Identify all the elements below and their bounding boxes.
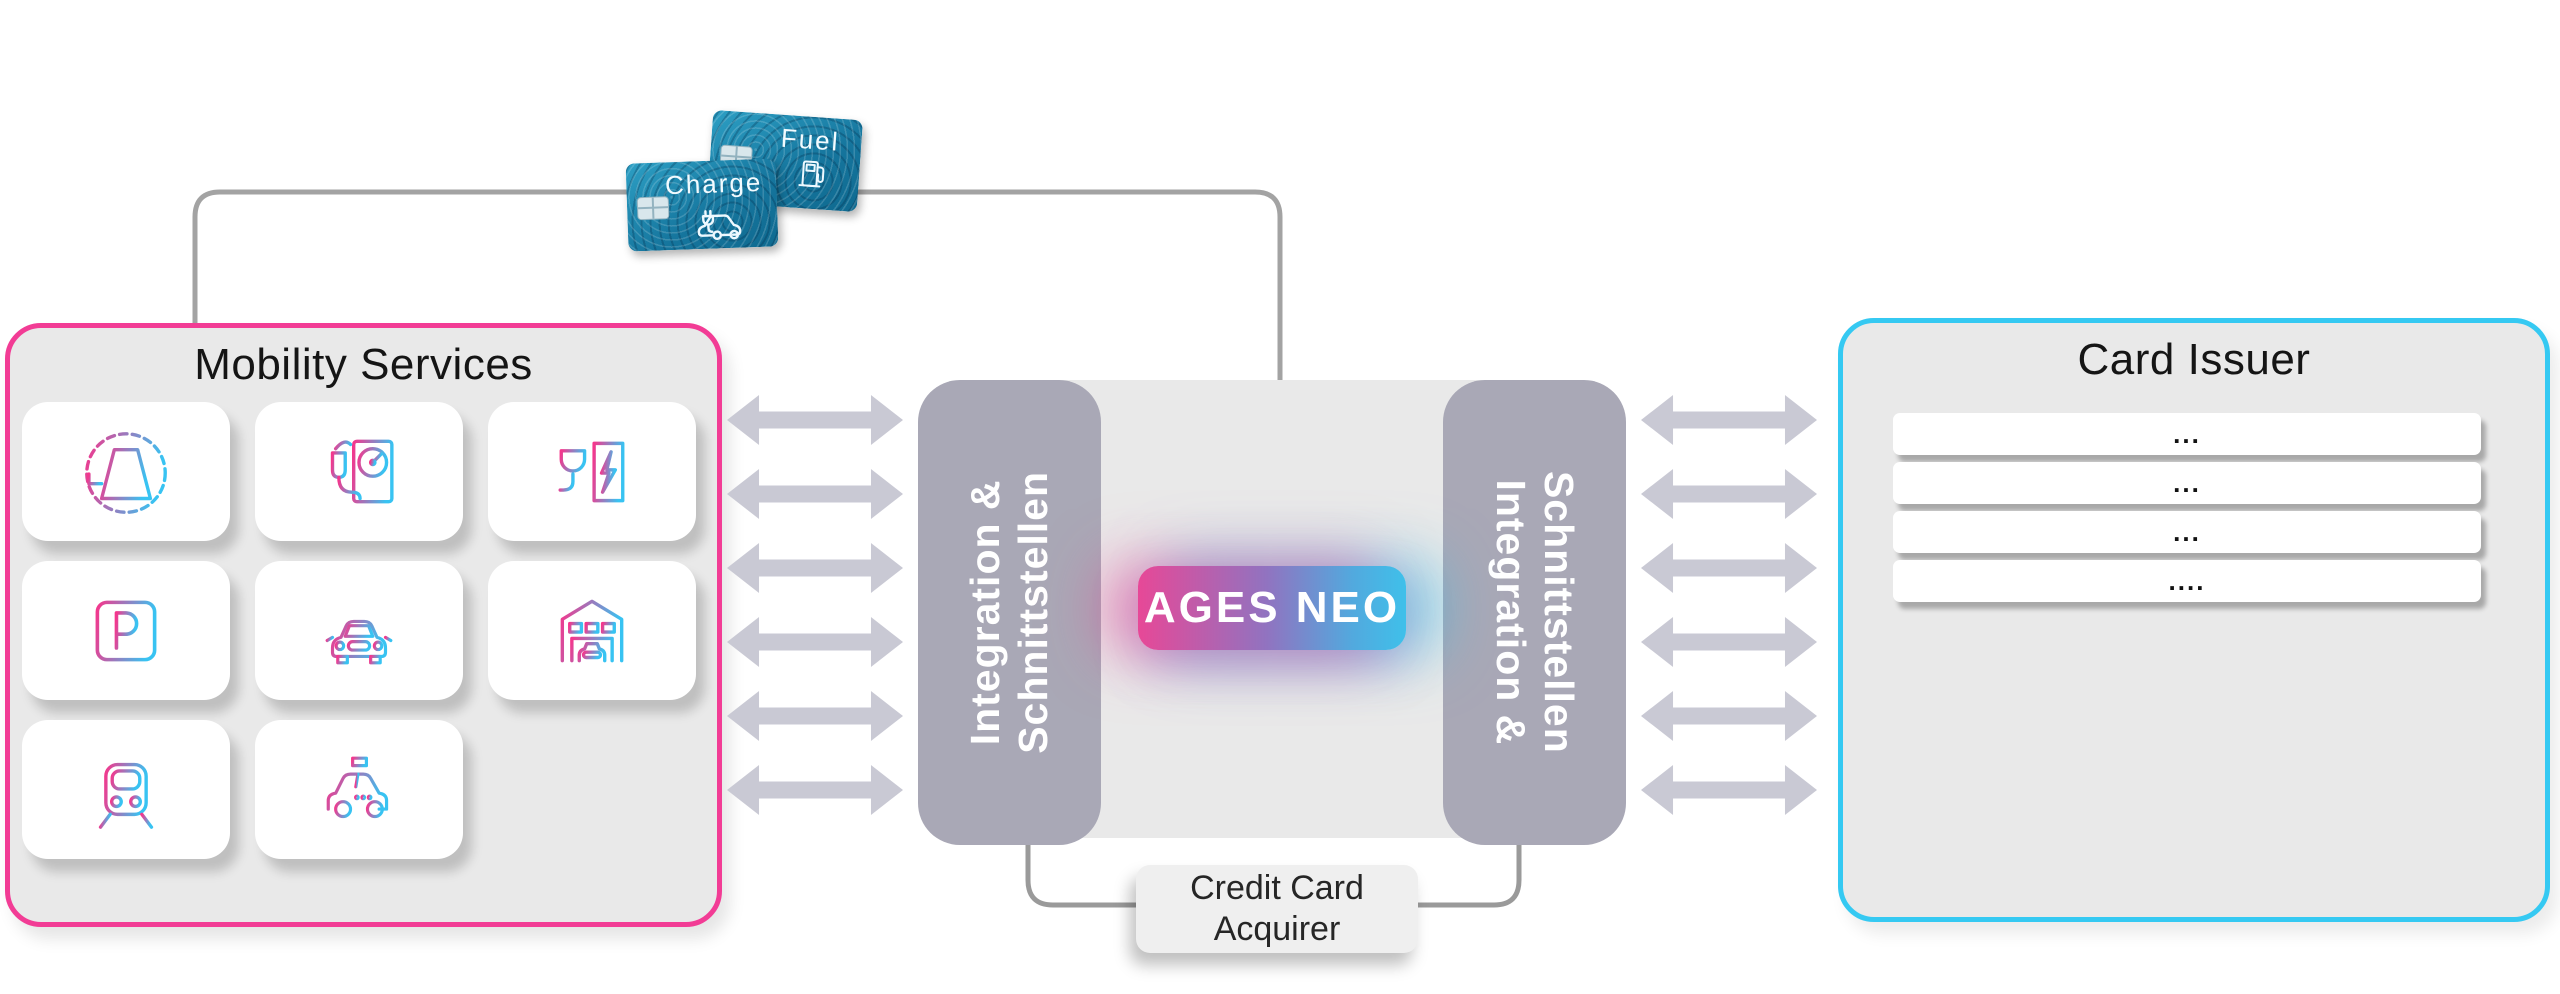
acquirer-line1: Credit Card: [1190, 868, 1364, 907]
integration-bar-left: Integration & Schnittstellen: [918, 380, 1101, 845]
tile-transit-route: [22, 402, 230, 541]
integration-bar-right-label: Schnittstellen Integration &: [1486, 471, 1583, 754]
issuer-row: ...: [1893, 511, 2481, 553]
integration-line2: Schnittstellen: [1010, 471, 1057, 754]
card-issuer-rows: ... ... ... ....: [1893, 413, 2481, 602]
issuer-row: ...: [1893, 462, 2481, 504]
integration-bar-left-label: Integration & Schnittstellen: [961, 471, 1058, 754]
issuer-row: ....: [1893, 560, 2481, 602]
plug-power-icon: [558, 438, 625, 502]
card-issuer-title: Card Issuer: [2077, 335, 2311, 384]
tile-taxi: [255, 720, 463, 859]
car-wash-icon: [325, 588, 393, 664]
integration-line1: Integration &: [1487, 479, 1534, 746]
acquirer-line2: Acquirer: [1213, 910, 1341, 948]
garage-icon: [556, 599, 628, 662]
ev-car-plug-icon: [697, 209, 742, 241]
integration-line1: Integration &: [962, 479, 1009, 746]
ages-neo-badge: AGES NEO: [1138, 566, 1406, 650]
tile-car-wash: [255, 561, 463, 700]
train-icon: [94, 754, 158, 829]
tile-parking: [22, 561, 230, 700]
mobility-tiles: [22, 402, 722, 879]
tile-train: [22, 720, 230, 859]
ev-charging-station-icon: [330, 439, 397, 503]
transit-route-icon: [84, 431, 168, 514]
tile-garage: [488, 561, 696, 700]
ages-neo-label: AGES NEO: [1143, 583, 1401, 632]
parking-icon: [95, 600, 157, 661]
charge-card: Charge: [625, 158, 779, 252]
credit-card-acquirer-label: Credit Card Acquirer: [1136, 865, 1418, 953]
fuel-card-label: Fuel: [779, 122, 841, 157]
mobility-services-title: Mobility Services: [194, 340, 533, 389]
taxi-icon: [326, 756, 389, 818]
fuel-card: Fuel: [706, 109, 864, 213]
mobility-services-panel: Mobility Services: [5, 323, 722, 927]
integration-bar-right: Schnittstellen Integration &: [1443, 380, 1626, 845]
card-issuer-panel: Card Issuer ... ... ... ....: [1838, 318, 2550, 922]
integration-line2: Schnittstellen: [1535, 471, 1582, 754]
tile-plug-power: [488, 402, 696, 541]
tile-ev-charging-station: [255, 402, 463, 541]
issuer-row: ...: [1893, 413, 2481, 455]
charge-card-label: Charge: [664, 166, 763, 201]
fuel-pump-icon: [798, 160, 825, 188]
